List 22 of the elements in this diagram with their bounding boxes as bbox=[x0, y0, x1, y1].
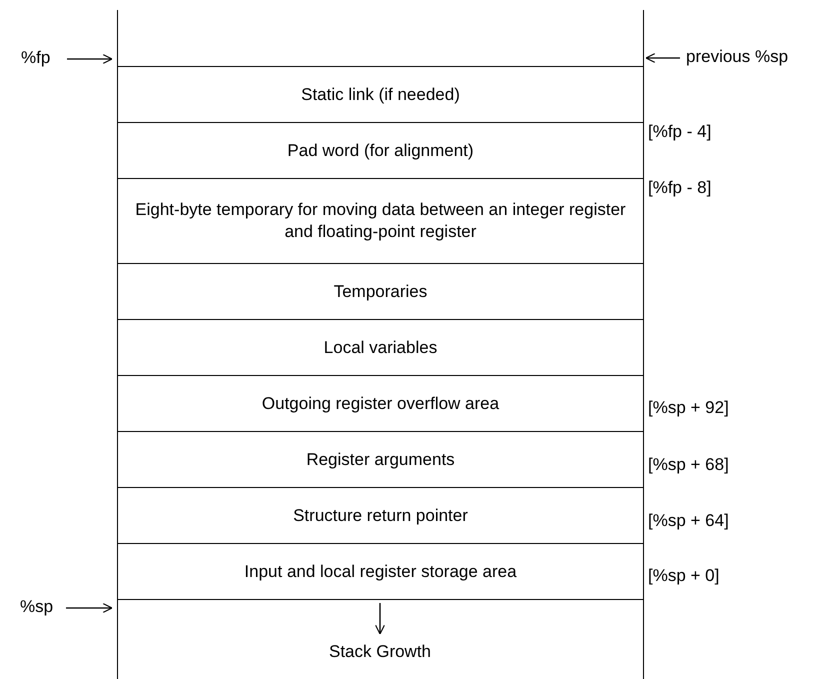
offset-label: [%sp + 64] bbox=[648, 511, 729, 531]
slot-label: Pad word (for alignment) bbox=[287, 140, 474, 162]
offset-label: [%sp + 0] bbox=[648, 566, 720, 586]
slot-label: Outgoing register overflow area bbox=[262, 392, 500, 414]
arrow bbox=[66, 602, 113, 614]
offset-label: [%sp + 68] bbox=[648, 455, 729, 475]
stack-growth-label: Stack Growth bbox=[328, 642, 432, 662]
slot-label: Temporaries bbox=[334, 280, 428, 302]
pointer-label: %fp bbox=[21, 48, 50, 68]
slot-label: Register arguments bbox=[306, 448, 455, 470]
pointer-label: %sp bbox=[20, 597, 54, 617]
slot-label: Structure return pointer bbox=[293, 504, 468, 526]
offset-label: [%fp - 4] bbox=[648, 122, 712, 142]
pointer-label: previous %sp bbox=[686, 47, 788, 67]
arrow bbox=[67, 54, 113, 64]
slot-label: Local variables bbox=[324, 336, 438, 358]
offset-label: [%sp + 92] bbox=[648, 398, 729, 418]
arrow bbox=[645, 52, 680, 64]
offset-label: [%fp - 8] bbox=[648, 178, 712, 198]
slot-label: Eight-byte temporary for moving data between an integer register and floating-point register bbox=[134, 199, 627, 243]
slot-label: Static link (if needed) bbox=[301, 84, 460, 106]
slot-label: Input and local register storage area bbox=[244, 560, 517, 582]
